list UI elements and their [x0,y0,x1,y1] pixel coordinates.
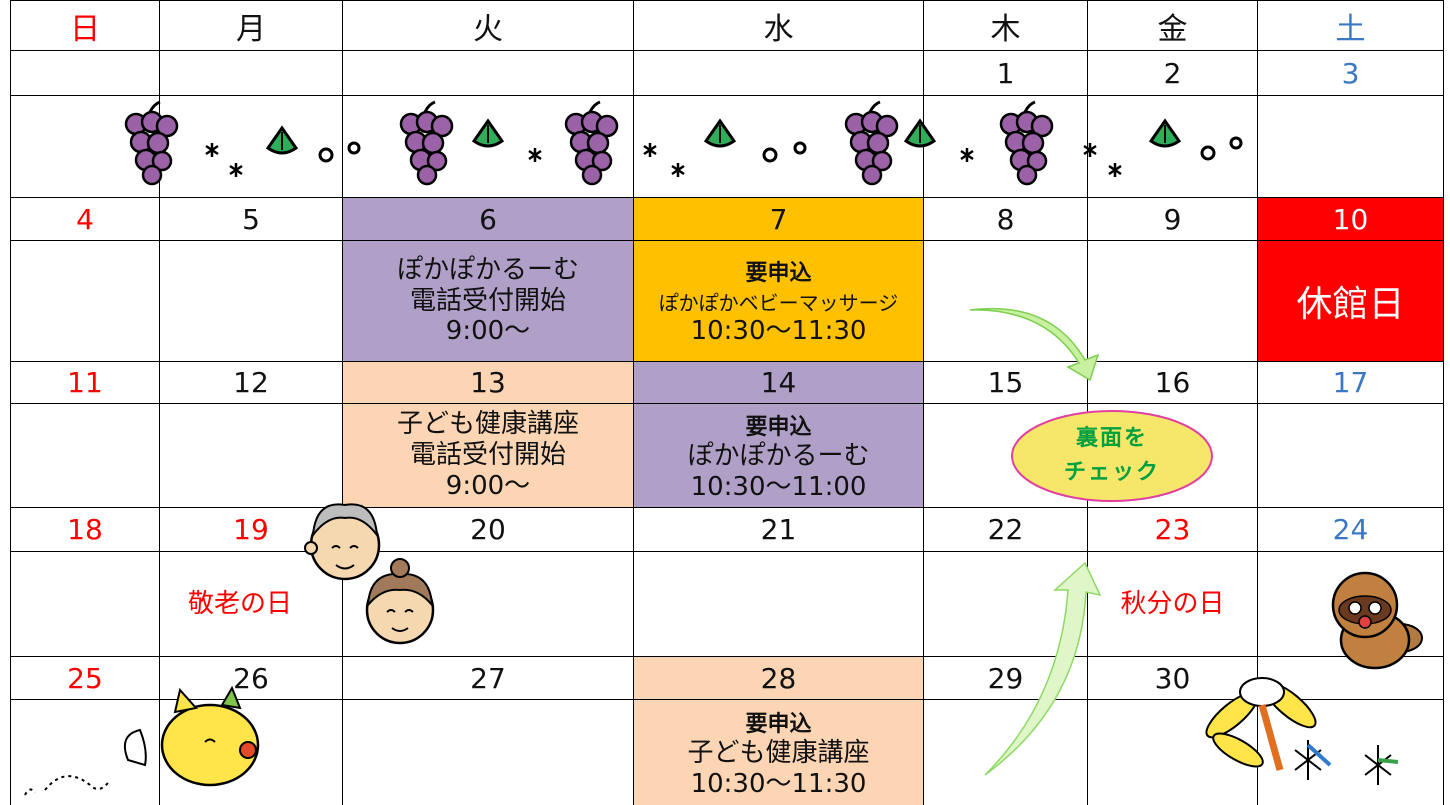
event-cell [10,96,160,198]
event-cell [1258,404,1444,508]
date-cell: 9 [1088,198,1258,241]
event-time: 9:00～ [445,470,531,501]
date-cell: 13 [343,362,634,404]
date-cell: 17 [1258,362,1444,404]
event-cell [1088,96,1258,198]
check-back-line1: 裏面を [1075,426,1148,451]
date-cell: 2 [1088,51,1258,96]
event-title: ぽかぽかるーむ [396,254,579,285]
holiday-label: 敬老の日 [160,552,343,657]
event-cell: 子ども健康講座 電話受付開始 9:00～ [343,404,634,508]
event-cell [1088,404,1258,508]
weekday-thu: 木 [924,0,1088,51]
event-detail: 電話受付開始 [409,440,566,471]
date-cell [10,51,160,96]
date-cell [1258,657,1444,700]
date-cell: 12 [160,362,343,404]
event-cell [924,700,1088,805]
date-cell: 14 [634,362,924,404]
date-cell: 19 [160,508,343,552]
date-cell: 4 [10,198,160,241]
event-cell [1088,700,1258,805]
check-back-text: 裏面を チェック [1012,422,1212,490]
event-time: 10:30～11:30 [690,316,867,347]
date-cell: 22 [924,508,1088,552]
weekday-sun: 日 [10,0,160,51]
date-cell: 11 [10,362,160,404]
date-cell: 26 [160,657,343,700]
event-cell [160,404,343,508]
event-cell [160,241,343,362]
date-cell: 10 [1258,198,1444,241]
event-cell: ぽかぽかるーむ 電話受付開始 9:00～ [343,241,634,362]
date-cell [343,51,634,96]
date-cell: 21 [634,508,924,552]
weekday-fri: 金 [1088,0,1258,51]
registration-tag: 要申込 [745,414,812,440]
date-cell [160,51,343,96]
weekday-mon: 月 [160,0,343,51]
weekday-wed: 水 [634,0,924,51]
date-cell: 15 [924,362,1088,404]
event-title: 子ども健康講座 [687,737,870,768]
date-cell: 1 [924,51,1088,96]
date-cell: 3 [1258,51,1444,96]
date-cell: 8 [924,198,1088,241]
event-cell [1258,96,1444,198]
date-cell: 27 [343,657,634,700]
event-time: 10:30～11:00 [690,471,867,502]
event-cell: 要申込 子ども健康講座 10:30～11:30 [634,700,924,805]
registration-tag: 要申込 [745,261,812,287]
date-cell: 28 [634,657,924,700]
date-cell [634,51,924,96]
date-cell: 20 [343,508,634,552]
event-title: ぽかぽかるーむ [687,440,870,471]
event-cell [343,96,634,198]
weekday-sat: 土 [1258,0,1444,51]
event-time: 10:30～11:30 [690,768,867,799]
date-cell: 18 [10,508,160,552]
date-cell: 5 [160,198,343,241]
event-cell [343,552,634,657]
event-cell [343,700,634,805]
event-detail: 電話受付開始 [409,285,566,316]
date-cell: 16 [1088,362,1258,404]
date-cell: 6 [343,198,634,241]
event-cell: 要申込 ぽかぽかベビーマッサージ 10:30～11:30 [634,241,924,362]
registration-tag: 要申込 [745,711,812,737]
event-title: 子ども健康講座 [396,409,579,440]
event-cell [924,96,1088,198]
weekday-tue: 火 [343,0,634,51]
event-cell [10,241,160,362]
event-cell [160,700,343,805]
calendar: 日 月 火 水 木 金 土 1 2 3 4 5 6 7 8 9 10 ぽかぽかる… [10,0,1444,805]
event-cell [10,404,160,508]
date-cell: 29 [924,657,1088,700]
event-time: 9:00～ [445,316,531,347]
closed-day-label: 休館日 [1258,241,1444,362]
event-cell [10,700,160,805]
event-cell [634,96,924,198]
date-cell: 24 [1258,508,1444,552]
date-cell: 30 [1088,657,1258,700]
date-cell: 25 [10,657,160,700]
holiday-label: 秋分の日 [1088,552,1258,657]
event-title: ぽかぽかベビーマッサージ [658,291,899,316]
event-cell [1258,700,1444,805]
event-cell [1088,241,1258,362]
date-cell: 7 [634,198,924,241]
check-back-line2: チェック [1063,460,1160,485]
date-cell: 23 [1088,508,1258,552]
event-cell [924,241,1088,362]
event-cell [1258,552,1444,657]
event-cell [160,96,343,198]
event-cell [924,552,1088,657]
event-cell [634,552,924,657]
event-cell: 要申込 ぽかぽかるーむ 10:30～11:00 [634,404,924,508]
event-cell [10,552,160,657]
